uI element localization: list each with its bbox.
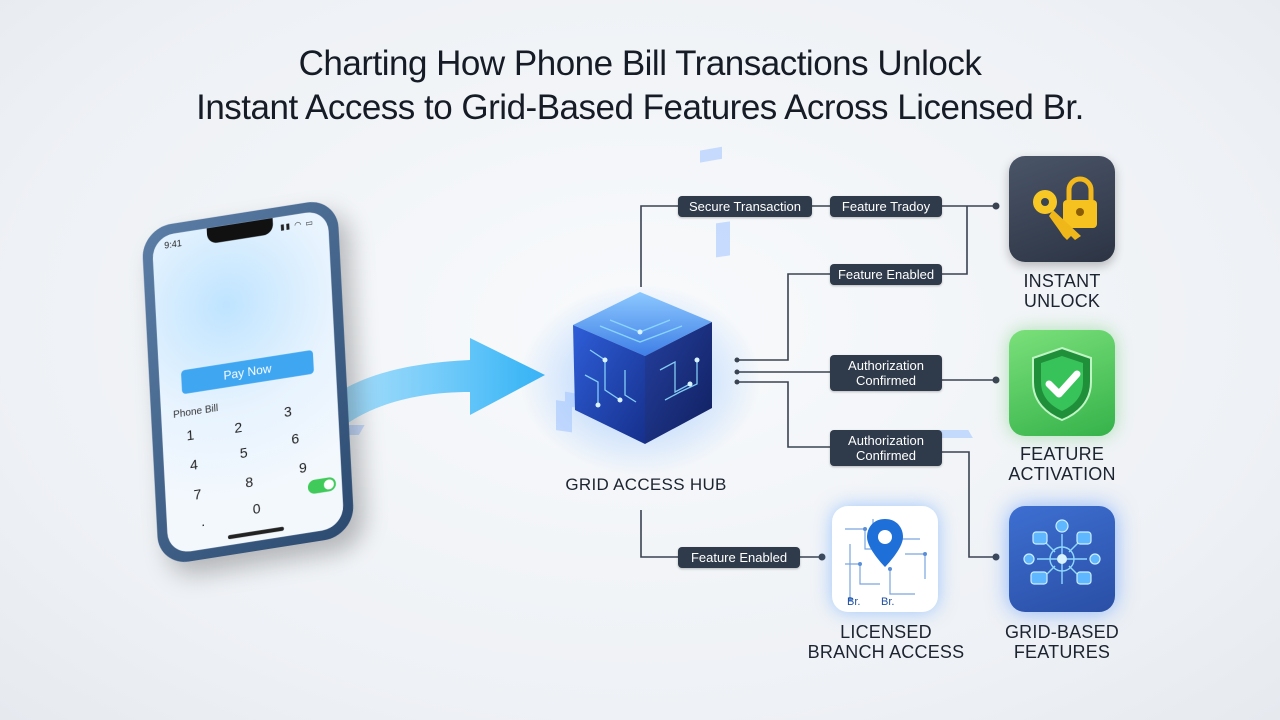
licensed-branch-caption: LICENSED BRANCH ACCESS <box>800 622 972 662</box>
caption-line: UNLOCK <box>1023 291 1101 311</box>
home-indicator <box>227 526 285 540</box>
keypad-key[interactable]: . <box>200 513 206 530</box>
feature-activation-caption: FEATURE ACTIVATION <box>990 444 1134 484</box>
branch-marker-left: Br. <box>847 596 860 608</box>
transfer-arrow <box>292 338 545 470</box>
phone-notch <box>206 217 274 245</box>
keypad-key[interactable]: 8 <box>244 473 254 491</box>
keypad-key[interactable]: 5 <box>239 444 248 462</box>
keypad-key[interactable]: 6 <box>290 430 300 448</box>
instant-unlock-tile <box>1009 156 1115 262</box>
keypad-key[interactable]: 2 <box>233 419 243 437</box>
feature-activation-tile <box>1009 330 1115 436</box>
branch-marker-right: Br. <box>881 596 894 608</box>
confirm-toggle[interactable] <box>307 476 337 495</box>
page-title: Charting How Phone Bill Transactions Unl… <box>0 42 1280 130</box>
hub-cube <box>573 292 712 444</box>
tag-feature-tradoy: Feature Tradoy <box>830 196 942 217</box>
licensed-branch-tile: Br. Br. <box>832 506 938 612</box>
smartphone: 9:41 ▮▮ ◠ ▭ Pay Now Phone Bill 1 2 3 4 5… <box>141 197 355 567</box>
hub-label: GRID ACCESS HUB <box>565 475 727 494</box>
instant-unlock-caption: INSTANT UNLOCK <box>990 271 1134 311</box>
phone-bill-label: Phone Bill <box>172 402 219 421</box>
shield-check-icon <box>1032 346 1092 422</box>
caption-line: GRID-BASED <box>1004 622 1120 642</box>
caption-line: BRANCH ACCESS <box>807 642 965 662</box>
caption-line: FEATURE <box>1019 444 1105 464</box>
title-line-2: Instant Access to Grid-Based Features Ac… <box>196 88 1084 127</box>
app-circuit-icon <box>1023 519 1101 585</box>
signal-wifi-battery-icon: ▮▮ ◠ ▭ <box>280 217 315 232</box>
keypad-key[interactable]: 9 <box>298 458 308 477</box>
pay-now-button[interactable]: Pay Now <box>180 349 315 395</box>
tag-authorization-confirmed-1: Authorization Confirmed <box>830 355 942 391</box>
map-pin-icon: Br. Br. <box>845 519 927 608</box>
keypad-key[interactable]: 1 <box>186 426 195 444</box>
grid-features-tile <box>1009 506 1115 612</box>
keypad-key[interactable]: 7 <box>193 485 202 503</box>
status-time: 9:41 <box>164 238 183 251</box>
keypad-key[interactable]: 0 <box>252 500 262 518</box>
caption-line: ACTIVATION <box>1008 464 1116 484</box>
keypad-key[interactable]: 4 <box>189 456 199 474</box>
tag-authorization-confirmed-2: Authorization Confirmed <box>830 430 942 466</box>
phone-screen: 9:41 ▮▮ ◠ ▭ Pay Now Phone Bill 1 2 3 4 5… <box>151 209 345 555</box>
key-lock-icon <box>1033 176 1097 240</box>
tag-secure-transaction: Secure Transaction <box>678 196 812 217</box>
caption-line: FEATURES <box>1013 642 1111 662</box>
keypad-key[interactable]: 3 <box>283 403 293 421</box>
title-line-1: Charting How Phone Bill Transactions Unl… <box>298 44 982 83</box>
caption-line: LICENSED <box>840 622 932 642</box>
tag-feature-enabled-top: Feature Enabled <box>830 264 942 285</box>
tag-feature-enabled-bottom: Feature Enabled <box>678 547 800 568</box>
caption-line: INSTANT <box>1023 271 1101 291</box>
grid-features-caption: GRID-BASED FEATURES <box>990 622 1134 662</box>
